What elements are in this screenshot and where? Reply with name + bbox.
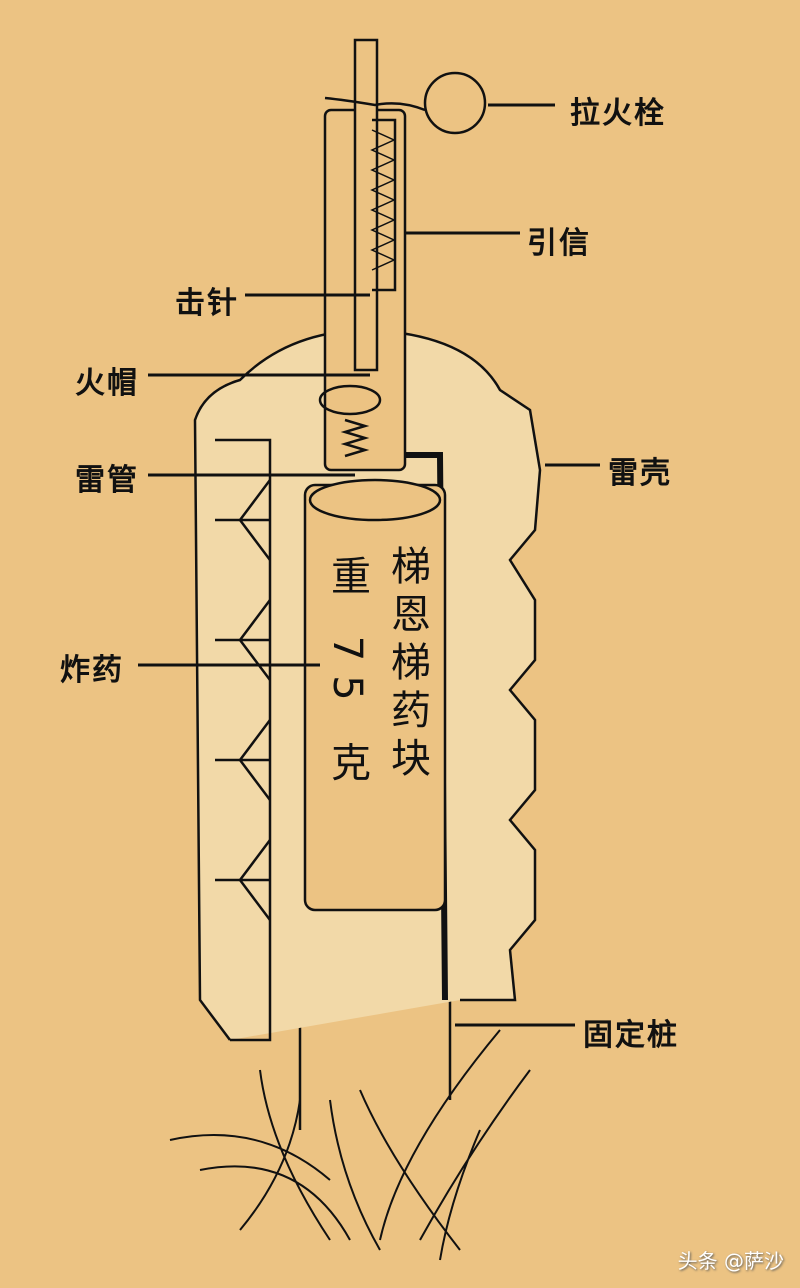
label-stake: 固定桩	[583, 1018, 679, 1053]
label-fuse: 引信	[527, 226, 591, 261]
label-primer: 火帽	[75, 366, 139, 401]
grass	[169, 1029, 531, 1261]
label-shell: 雷壳	[608, 456, 672, 491]
watermark: 头条 @萨沙	[677, 1249, 784, 1273]
charge-weight: 重 75 克	[324, 555, 370, 796]
pull-ring	[423, 71, 487, 135]
label-explosive: 炸药	[60, 653, 124, 688]
charge-name: 梯恩梯药块	[384, 545, 430, 785]
label-pull-pin: 拉火栓	[570, 96, 666, 131]
label-detonator: 雷管	[75, 463, 139, 498]
label-firing-pin: 击针	[175, 286, 239, 321]
